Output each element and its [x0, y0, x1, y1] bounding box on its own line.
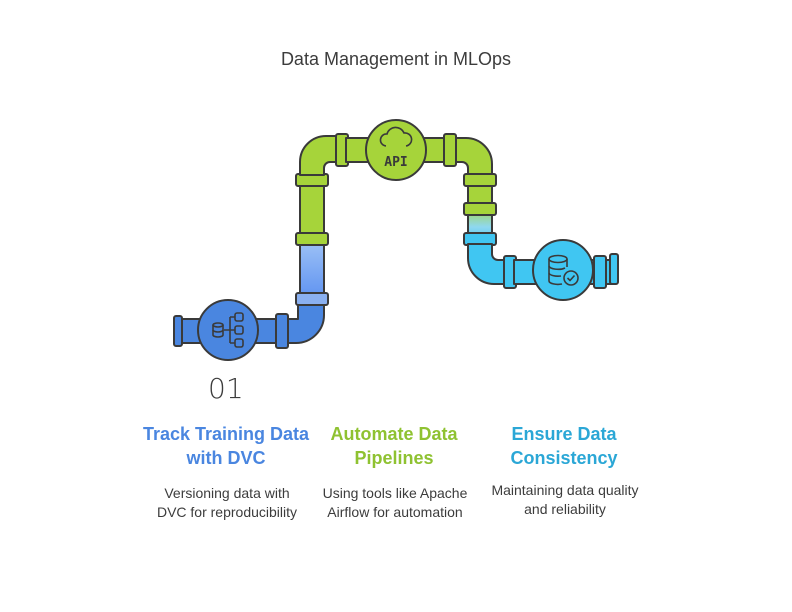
diagram-title: Data Management in MLOps	[280, 49, 512, 69]
step-1-title: Track Training Data with DVC	[142, 424, 310, 468]
step-3-description: Maintaining data quality and reliability	[491, 482, 639, 517]
step-2-node: API	[365, 119, 427, 181]
pipe-segment-green	[295, 133, 497, 246]
step-3-node	[532, 239, 594, 301]
step-2-description: Using tools like Apache Airflow for auto…	[322, 485, 468, 520]
database-hierarchy-icon	[212, 312, 244, 348]
step-number: 01	[208, 372, 244, 405]
step-1-node	[197, 299, 259, 361]
api-label: API	[384, 155, 407, 170]
cloud-api-icon	[379, 126, 413, 147]
step-1-description: Versioning data with DVC for reproducibi…	[156, 485, 298, 520]
database-check-icon	[548, 254, 579, 286]
step-2-title: Automate Data Pipelines	[330, 424, 458, 468]
step-3-title: Ensure Data Consistency	[510, 424, 618, 468]
